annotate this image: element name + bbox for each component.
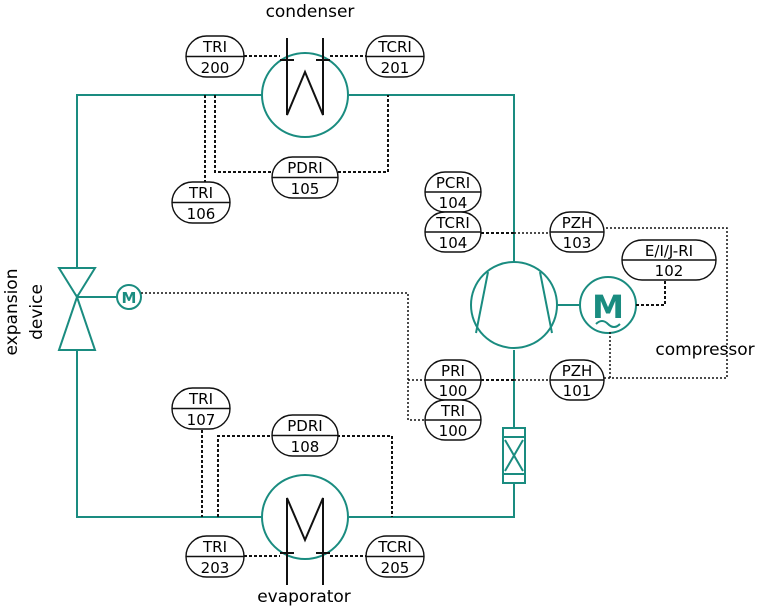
instrument-tag-name: PZH [562, 214, 593, 232]
signal-lines [141, 95, 728, 517]
instrument-tag-number: 104 [439, 234, 468, 252]
evaporator-label: evaporator [257, 587, 351, 607]
instrument-tag-tri-100: TRI 100 [424, 399, 482, 441]
instrument-tag-name: TCRI [377, 538, 412, 556]
instrument-tag-name: TRI [440, 402, 465, 420]
expansion-device-label-line2: device [27, 284, 47, 340]
expansion-device-label-line1: expansion [2, 269, 22, 356]
instrument-tag-number: 205 [381, 559, 410, 577]
instrument-tag-number: 107 [187, 411, 216, 429]
pipe-filter-to-evaporator [349, 483, 515, 518]
expansion-device-label: expansion device [2, 269, 47, 356]
instrument-tag-name: PRI [441, 362, 465, 380]
instrument-tag-tri-203: TRI 203 [185, 535, 245, 578]
pipe-valve-to-evaporator [76, 350, 262, 518]
instrument-tag-name: PDRI [287, 159, 322, 177]
evaporator-symbol [244, 474, 366, 585]
compressor-label: compressor [655, 340, 754, 360]
compressor-motor-label: M [592, 288, 624, 326]
instrument-tag-number: 108 [291, 438, 320, 456]
instrument-tag-name: TRI [188, 390, 213, 408]
instrument-tag-tri-106: TRI 106 [171, 181, 231, 224]
instrument-tag-number: 100 [439, 382, 468, 400]
instrument-tag-number: 104 [439, 194, 468, 212]
instrument-tag-name: TRI [202, 38, 227, 56]
instrument-tag-tri-107: TRI 107 [171, 387, 231, 430]
instrument-tag-eijri-102: E/I/J-RI 102 [621, 239, 717, 281]
instrument-tag-name: E/I/J-RI [645, 242, 693, 260]
instrument-tag-number: 200 [201, 59, 230, 77]
motor-tilde-icon [595, 320, 621, 328]
instrument-tag-name: PDRI [287, 417, 322, 435]
instrument-tag-pzh-103: PZH 103 [549, 211, 605, 253]
condenser-symbol [244, 38, 366, 138]
instrument-tag-name: TCRI [435, 214, 470, 232]
instrument-tag-pzh-101: PZH 101 [549, 359, 605, 401]
filter-drier-symbol [502, 427, 526, 484]
pipe-condenser-to-valve [76, 94, 262, 268]
instrument-tag-pcri-104: PCRI 104 [424, 171, 482, 213]
expansion-valve-symbol [57, 267, 142, 351]
instrument-tag-name: PCRI [436, 174, 470, 192]
instrument-tag-pdri-108: PDRI 108 [271, 414, 339, 457]
instrument-tag-number: 105 [291, 180, 320, 198]
valve-motor-label: M [122, 289, 137, 307]
instrument-tag-tcri-104: TCRI 104 [424, 211, 482, 253]
instrument-tag-tcri-205: TCRI 205 [365, 535, 425, 578]
instrument-tag-name: TCRI [377, 38, 412, 56]
condenser-label: condenser [266, 2, 355, 22]
pipe-condenser-to-compressor [349, 94, 515, 262]
instrument-tag-pdri-105: PDRI 105 [271, 156, 339, 199]
instrument-tag-tcri-201: TCRI 201 [365, 35, 425, 78]
instrument-tag-number: 102 [655, 262, 684, 280]
instrument-tag-number: 101 [563, 382, 592, 400]
instrument-tag-number: 103 [563, 234, 592, 252]
instrument-tag-number: 106 [187, 205, 216, 223]
instrument-tag-number: 203 [201, 559, 230, 577]
refrigerant-loop [76, 94, 515, 518]
compressor-symbol [470, 261, 637, 349]
instrument-tag-number: 100 [439, 422, 468, 440]
instrument-tag-pri-100: PRI 100 [424, 359, 482, 401]
instrument-tag-name: TRI [188, 184, 213, 202]
instrument-tag-name: TRI [202, 538, 227, 556]
instrument-tag-number: 201 [381, 59, 410, 77]
instrument-tag-name: PZH [562, 362, 593, 380]
instrument-tag-tri-200: TRI 200 [185, 35, 245, 78]
